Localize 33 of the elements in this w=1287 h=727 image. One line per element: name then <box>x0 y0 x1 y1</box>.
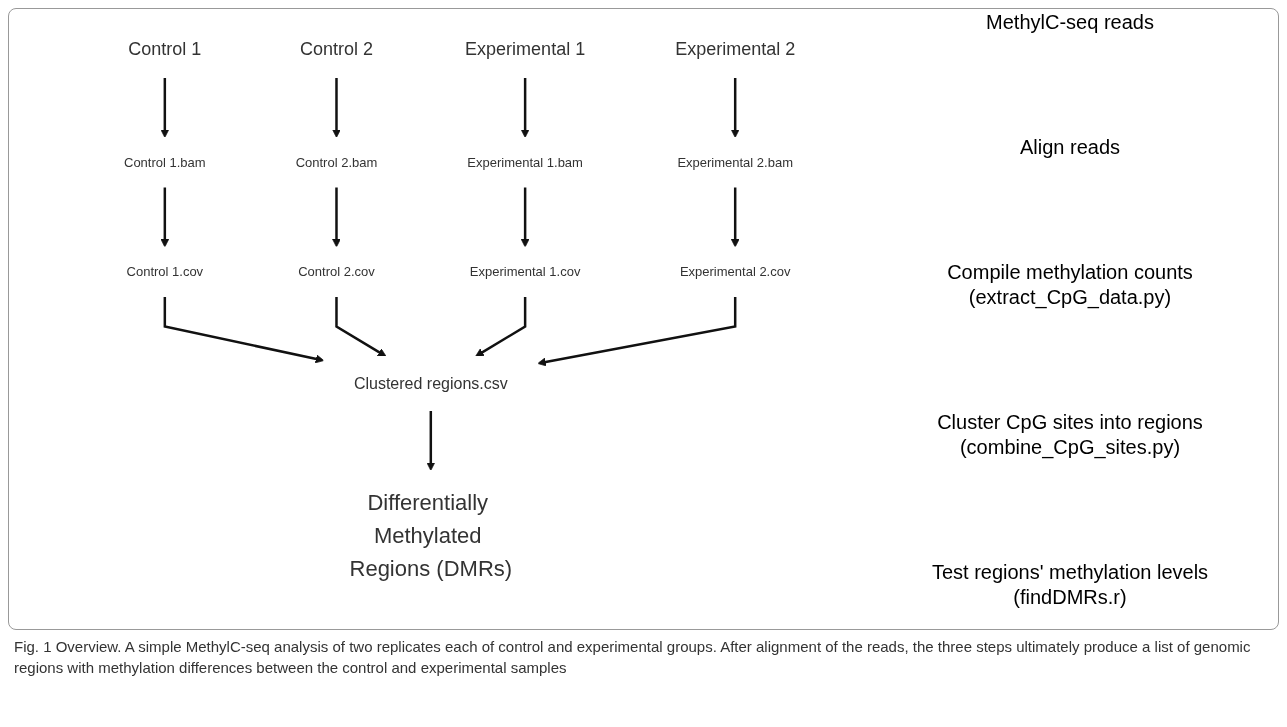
node-text: Experimental 2 <box>675 38 796 59</box>
node-text: Control 2 <box>300 38 374 59</box>
node-text: Control 1.cov <box>126 264 204 279</box>
node-text: Control 2.cov <box>298 264 376 279</box>
arrow <box>160 187 170 248</box>
step-description: Cluster CpG sites into regions (combine_CpG_sites.py) <box>936 410 1204 460</box>
arrow <box>332 77 342 138</box>
node-text: Control 1.bam <box>124 154 207 170</box>
node-text: Experimental 2.cov <box>680 264 791 279</box>
arrow <box>521 187 530 248</box>
node-text: Differentially Methylated Regions (DMRs) <box>349 489 513 581</box>
node-text: Experimental 1.bam <box>467 154 584 170</box>
arrow <box>537 296 737 367</box>
arrow <box>160 77 170 138</box>
node-text: Experimental 1.cov <box>470 264 581 279</box>
node-text: Control 1 <box>128 38 202 59</box>
arrow <box>426 410 436 471</box>
step-description: Align reads <box>1018 135 1122 160</box>
node-text: Clustered regions.csv <box>354 374 509 392</box>
figure-caption: Fig. 1 Overview. A simple MethylC-seq analysis of two replicates each of control and experimental groups. After alignment of the reads, the three steps ultimately produce a list of genomic regions with methylation differences between the control and experimental samples <box>14 637 1252 678</box>
arrow <box>332 187 342 248</box>
node-text: Control 2.bam <box>296 154 378 170</box>
arrow <box>731 77 740 138</box>
node-text: Experimental 1 <box>465 38 586 59</box>
arrow <box>521 77 530 138</box>
arrow <box>475 296 527 357</box>
arrow <box>163 296 325 364</box>
step-description: Test regions' methylation levels (findDMRs.r) <box>930 560 1210 610</box>
step-description: MethylC-seq reads <box>985 10 1155 35</box>
arrow <box>335 296 387 357</box>
node-text: Experimental 2.bam <box>677 154 794 170</box>
arrow <box>731 187 740 248</box>
step-description: Compile methylation counts (extract_CpG_data.py) <box>946 260 1194 310</box>
